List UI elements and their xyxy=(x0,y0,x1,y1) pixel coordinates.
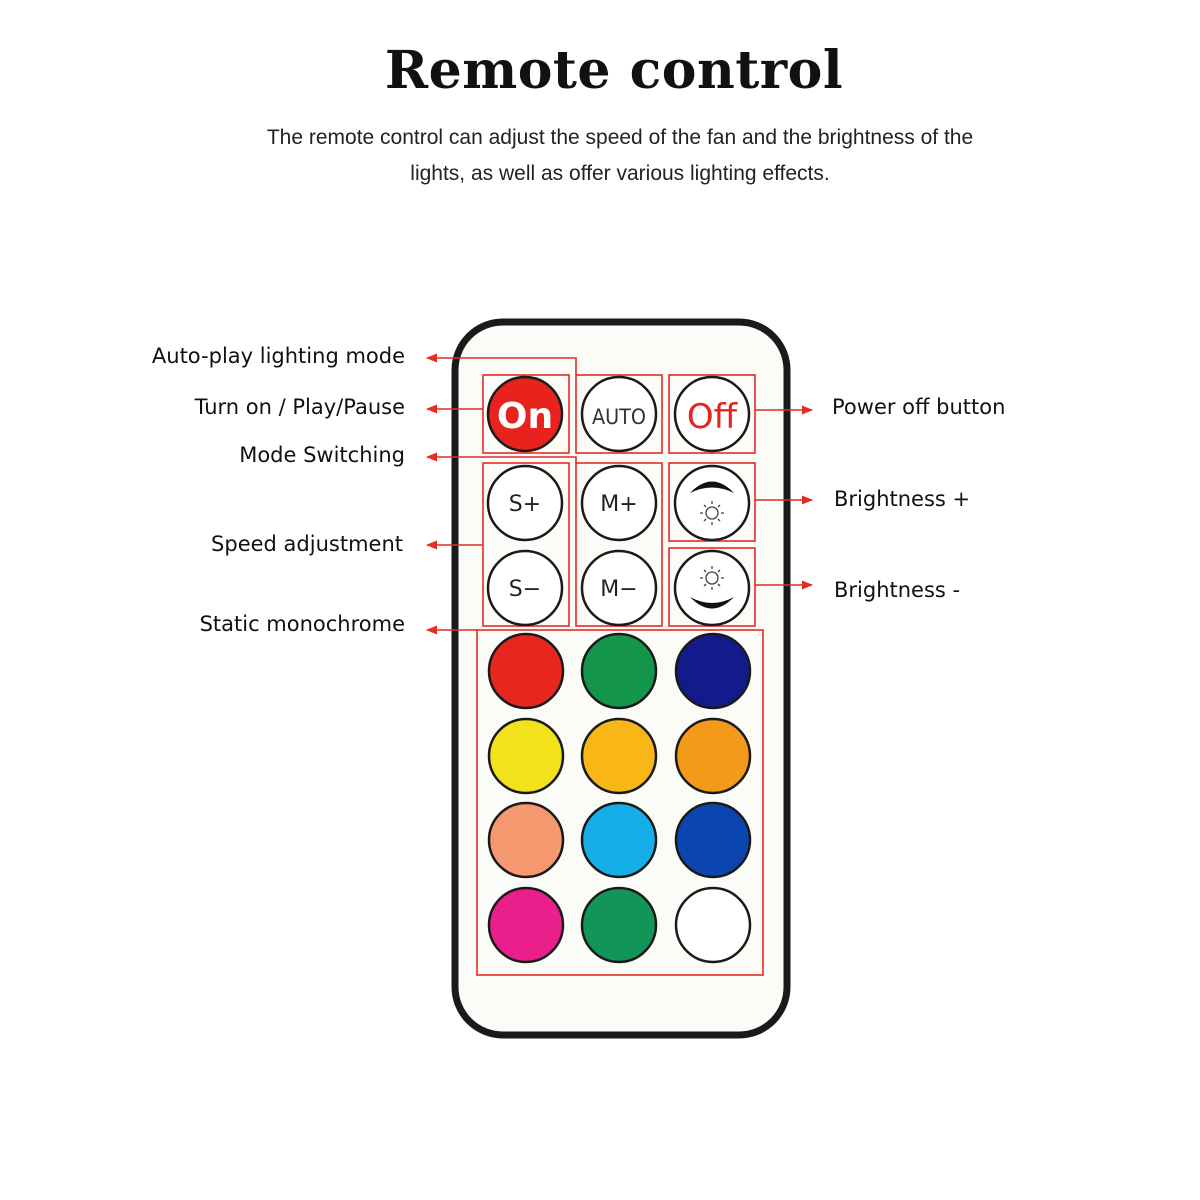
speed-up-button[interactable]: S+ xyxy=(486,464,564,542)
color-button-r4-c3[interactable] xyxy=(674,886,752,964)
annotation-box-colors xyxy=(476,629,764,976)
label-static-monochrome: Static monochrome xyxy=(199,612,405,636)
mode-up-label: M+ xyxy=(600,492,637,517)
sun-icon xyxy=(700,566,724,590)
on-button[interactable]: On xyxy=(486,375,564,453)
color-button-r2-c2[interactable] xyxy=(580,717,658,795)
off-button[interactable]: Off xyxy=(673,375,751,453)
annotation-box-auto xyxy=(575,374,663,454)
page-title: Remote control xyxy=(384,40,844,101)
color-button-r1-c3[interactable] xyxy=(674,632,752,710)
speed-down-button[interactable]: S− xyxy=(486,549,564,627)
color-button-r4-c1[interactable] xyxy=(487,886,565,964)
color-button-r4-c2[interactable] xyxy=(580,886,658,964)
leader-auto-play xyxy=(425,353,577,375)
color-button-r3-c3[interactable] xyxy=(674,801,752,879)
mode-up-button[interactable]: M+ xyxy=(580,464,658,542)
sun-icon xyxy=(700,501,724,525)
label-power-off: Power off button xyxy=(832,395,1006,419)
on-button-label: On xyxy=(497,396,553,437)
color-button-r3-c1[interactable] xyxy=(487,801,565,879)
leader-mode-switching xyxy=(425,452,577,463)
label-speed-adjustment: Speed adjustment xyxy=(211,532,403,556)
auto-button[interactable]: AUTO xyxy=(580,375,658,453)
annotation-box-on xyxy=(482,374,570,454)
brightness-minus-button[interactable] xyxy=(673,549,751,627)
auto-button-label: AUTO xyxy=(592,405,646,429)
mode-down-label: M− xyxy=(600,577,637,602)
subtitle-line-2: lights, as well as offer various lightin… xyxy=(410,162,830,185)
color-button-r1-c2[interactable] xyxy=(580,632,658,710)
page-subtitle: The remote control can adjust the speed … xyxy=(220,120,1020,192)
chevron-up-icon xyxy=(690,481,734,493)
brightness-plus-button[interactable] xyxy=(673,464,751,542)
label-turn-on: Turn on / Play/Pause xyxy=(194,395,405,419)
label-mode-switching: Mode Switching xyxy=(239,443,405,467)
subtitle-line-1: The remote control can adjust the speed … xyxy=(266,126,974,149)
color-button-r2-c1[interactable] xyxy=(487,717,565,795)
label-brightness-minus: Brightness - xyxy=(834,578,961,602)
color-swatch-grid xyxy=(487,632,752,964)
label-auto-play: Auto-play lighting mode xyxy=(151,344,405,368)
color-button-r1-c1[interactable] xyxy=(487,632,565,710)
speed-down-label: S− xyxy=(509,577,541,602)
speed-up-label: S+ xyxy=(509,492,541,517)
annotation-box-off xyxy=(668,374,756,454)
off-button-label: Off xyxy=(687,397,739,437)
color-button-r2-c3[interactable] xyxy=(674,717,752,795)
chevron-down-icon xyxy=(690,597,734,609)
label-brightness-plus: Brightness + xyxy=(834,487,971,511)
color-button-r3-c2[interactable] xyxy=(580,801,658,879)
mode-down-button[interactable]: M− xyxy=(580,549,658,627)
